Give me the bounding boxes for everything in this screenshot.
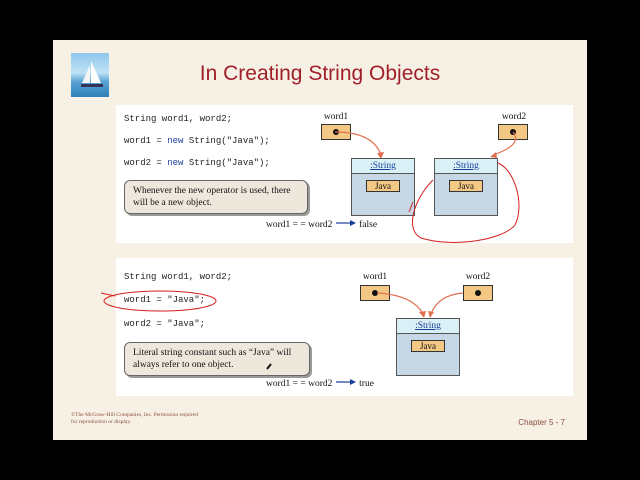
object-value: Java bbox=[449, 180, 483, 192]
top-code-2c: String("Java"); bbox=[183, 136, 270, 146]
hand-mark bbox=[408, 201, 414, 213]
top-code-line-2: word1 = new String("Java"); bbox=[124, 136, 270, 146]
slide-title: In Creating String Objects bbox=[199, 62, 441, 85]
top-code-2a: word1 = bbox=[124, 136, 168, 146]
bottom-ref-label-word1: word1 bbox=[362, 272, 388, 282]
bottom-ref-word2 bbox=[463, 285, 493, 301]
bottom-note: Literal string constant such as “Java” w… bbox=[124, 342, 310, 376]
top-code-3a: word2 = bbox=[124, 158, 168, 168]
bottom-code-line-2: word1 = "Java"; bbox=[124, 295, 206, 305]
hand-circle bbox=[412, 162, 520, 243]
object-class-label: :String bbox=[435, 159, 497, 174]
arrow-right-icon bbox=[335, 220, 356, 226]
top-comparison: word1 = = word2 false bbox=[266, 219, 377, 230]
hand-mark bbox=[100, 292, 116, 297]
top-cmp-result: false bbox=[359, 220, 378, 230]
bottom-cmp-expression: word1 = = word2 bbox=[266, 379, 333, 389]
object-class-label: :String bbox=[352, 159, 414, 174]
bottom-string-object: :String Java bbox=[396, 318, 460, 376]
top-ref-label-word1: word1 bbox=[323, 112, 349, 122]
hand-ellipse bbox=[103, 290, 217, 312]
top-string-object-2: :String Java bbox=[434, 158, 498, 216]
bottom-cmp-result: true bbox=[359, 379, 374, 389]
bottom-code-line-3: word2 = "Java"; bbox=[124, 319, 206, 329]
bottom-ref-label-word2: word2 bbox=[465, 272, 491, 282]
copyright-note: ©The McGraw-Hill Companies, Inc. Permiss… bbox=[71, 412, 198, 425]
annotation-layer bbox=[100, 131, 520, 370]
object-value: Java bbox=[411, 340, 445, 352]
bottom-ref-word1 bbox=[360, 285, 390, 301]
top-panel: String word1, word2; word1 = new String(… bbox=[116, 105, 573, 243]
top-cmp-expression: word1 = = word2 bbox=[266, 220, 333, 230]
arrowhead-icon bbox=[428, 311, 434, 318]
bottom-code-line-1: String word1, word2; bbox=[124, 272, 233, 282]
top-note: Whenever the new operator is used, there… bbox=[124, 180, 308, 214]
top-code-new-2: new bbox=[167, 158, 184, 168]
top-code-3c: String("Java"); bbox=[183, 158, 270, 168]
object-value: Java bbox=[366, 180, 400, 192]
bottom-arrow-word1 bbox=[376, 292, 424, 315]
top-arrow-word2 bbox=[492, 131, 517, 156]
top-code-line-1: String word1, word2; bbox=[124, 114, 233, 124]
pen-mark bbox=[266, 363, 272, 370]
top-ref-label-word2: word2 bbox=[501, 112, 527, 122]
arrowhead-icon bbox=[490, 152, 497, 158]
sailboat-image bbox=[71, 53, 109, 97]
sailboat-icon bbox=[81, 61, 103, 87]
top-code-line-3: word2 = new String("Java"); bbox=[124, 158, 270, 168]
pointer-dot-icon bbox=[475, 290, 481, 296]
pointer-dot-icon bbox=[372, 290, 378, 296]
top-code-new-1: new bbox=[167, 136, 184, 146]
bottom-comparison: word1 = = word2 true bbox=[266, 378, 374, 389]
arrowhead-icon bbox=[377, 152, 384, 159]
bottom-panel: String word1, word2; word1 = "Java"; wor… bbox=[116, 258, 573, 396]
top-arrow-word1 bbox=[334, 131, 382, 156]
chapter-number: Chapter 5 - 7 bbox=[518, 418, 565, 427]
bottom-arrow-word2 bbox=[430, 292, 464, 315]
top-string-object-1: :String Java bbox=[351, 158, 415, 216]
slide: In Creating String Objects String word1,… bbox=[53, 40, 587, 440]
arrow-right-icon bbox=[335, 379, 356, 385]
arrowhead-icon bbox=[419, 311, 426, 318]
object-class-label: :String bbox=[397, 319, 459, 334]
